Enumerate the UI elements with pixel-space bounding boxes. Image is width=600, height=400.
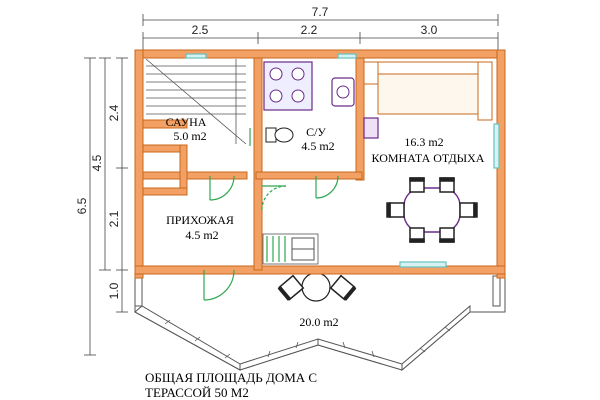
window-sauna-top [185, 53, 207, 59]
hall-area: 4.5 m2 [185, 228, 218, 242]
caption-line-2: ТЕРАССОЙ 50 М2 [145, 385, 249, 400]
dim-left-3: 1.0 [107, 282, 121, 299]
toilet [265, 127, 294, 143]
dim-height-mid: 4.5 [90, 154, 104, 171]
dimension-lines [84, 14, 499, 356]
dim-segment-1: 2.5 [192, 23, 209, 37]
windows [185, 53, 500, 268]
lounge-tv-stand [363, 117, 379, 139]
terrace-area: 20.0 m2 [299, 315, 338, 329]
dimension-labels: 7.7 2.5 2.2 3.0 6.5 4.5 2.4 2.1 1.0 [75, 5, 438, 299]
dim-total-width: 7.7 [312, 5, 329, 19]
sauna-area: 5.0 m2 [173, 129, 206, 143]
lounge-name: КОМНАТА ОТДЫХА [372, 151, 485, 165]
dim-left-2: 2.1 [107, 210, 121, 227]
terrace [134, 269, 506, 372]
terrace-chair-left [277, 274, 305, 301]
bathroom-name: С/У [306, 125, 326, 139]
dining-table [403, 187, 461, 233]
dim-total-height: 6.5 [75, 197, 89, 214]
doors [203, 128, 339, 301]
window-lounge-bottom [399, 261, 447, 268]
walls [134, 49, 506, 279]
window-lounge-right [493, 123, 500, 169]
terrace-table [301, 272, 331, 302]
sauna-name: САУНА [166, 115, 207, 129]
dim-segment-3: 3.0 [421, 23, 438, 37]
lounge-sofa [363, 61, 493, 121]
bathroom-area: 4.5 m2 [301, 139, 334, 153]
bathroom-fixtures [263, 61, 355, 143]
window-bath-top [337, 53, 357, 59]
dim-left-1: 2.4 [107, 104, 121, 121]
shower-tray [263, 61, 313, 111]
terrace-chair-right [329, 274, 357, 301]
room-labels: САУНА 5.0 m2 С/У 4.5 m2 16.3 m2 КОМНАТА … [166, 115, 485, 329]
hall-stairs [262, 233, 319, 265]
hall-name: ПРИХОЖАЯ [166, 213, 234, 227]
dim-segment-2: 2.2 [301, 23, 318, 37]
lounge-area: 16.3 m2 [404, 135, 443, 149]
sauna-benches [145, 58, 247, 145]
caption-line-1: ОБЩАЯ ПЛОЩАДЬ ДОМА С [145, 370, 317, 385]
area-caption: ОБЩАЯ ПЛОЩАДЬ ДОМА С ТЕРАССОЙ 50 М2 [145, 370, 317, 400]
dining-set [386, 177, 478, 243]
